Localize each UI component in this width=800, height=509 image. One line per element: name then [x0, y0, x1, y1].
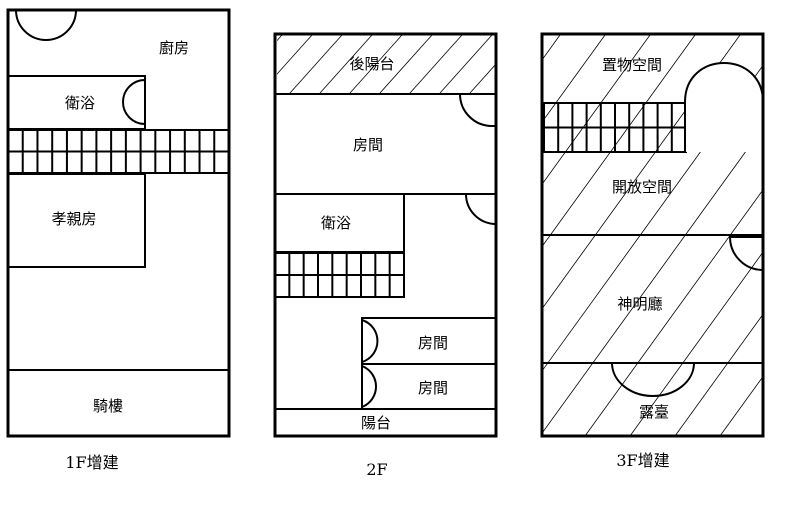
floor-2-bedroom-a-label: 房間	[418, 334, 448, 352]
floor-2-bedroom-b-label: 房間	[418, 379, 448, 397]
floor-1-plan: 廚房 衛浴 孝親房 騎樓 1F增建	[6, 8, 231, 472]
hatch-line	[225, 35, 515, 436]
floor-1-arcade-label: 騎樓	[93, 397, 123, 415]
floor-3-caption: 3F增建	[616, 451, 669, 470]
hatch-line	[765, 35, 800, 436]
floor-3-storage-label: 置物空間	[602, 56, 662, 74]
hatch-line	[200, 35, 252, 93]
hatch-line	[349, 35, 403, 93]
hatch-line	[180, 35, 470, 436]
floor-1-outline	[6, 8, 231, 438]
hatch-line	[379, 35, 433, 93]
hatch-line	[439, 35, 493, 93]
floor-3-open-space-label: 開放空間	[612, 178, 672, 196]
floor-1-parents-room-wall	[7, 173, 146, 268]
hatch-line	[469, 64, 495, 93]
floor-2-bedroom-door-swing	[459, 93, 496, 127]
floor-2-stairs	[274, 252, 405, 298]
floor-2-bedroom-main-label: 房間	[353, 136, 383, 154]
floor-3-terrace-label: 露臺	[639, 403, 669, 421]
floor-3-stairs	[543, 102, 687, 153]
floor-1-parents-room-label: 孝親房	[51, 210, 96, 228]
floor-3-stair-landing-arc	[684, 62, 764, 152]
floor-3-plan: 置物空間 開放空間 神明廳 露臺 3F增建	[180, 32, 800, 470]
hatch-line	[319, 35, 373, 93]
hatch-line	[674, 313, 763, 436]
floor-3-shrine-door-swing	[728, 236, 764, 271]
hatch-line	[543, 35, 561, 60]
floor-1-bathroom-door-swing	[122, 79, 146, 125]
floor-1-stairs	[7, 129, 230, 174]
floor-1-bathroom-label: 衛浴	[65, 94, 95, 112]
floor-2-bedroom-b-door-swing	[361, 365, 378, 408]
hatch-line	[289, 35, 343, 93]
floor-3-terrace-door-swing	[611, 362, 695, 397]
floor-2-balcony-label: 陽台	[361, 414, 391, 432]
floor-3-shrine-hall-label: 神明廳	[617, 295, 662, 313]
floor-3-stair-landing-mask	[685, 63, 763, 152]
floor-2-plan: 後陽台 房間 衛浴 房間 房間 陽台 2F	[200, 32, 552, 479]
floor-2-caption: 2F	[366, 460, 387, 479]
floor-2-rear-balcony-label: 後陽台	[349, 55, 394, 73]
floor-1-kitchen-label: 廚房	[159, 39, 189, 57]
hatch-line	[409, 35, 463, 93]
hatch-line	[277, 35, 313, 75]
hatch-line	[629, 251, 763, 436]
floor-2-bedroom-a-door-swing	[361, 319, 379, 363]
hatch-line	[543, 35, 651, 184]
floor-2-rear-balcony-hatching	[200, 35, 552, 93]
floor-2-hall-door-swing	[464, 193, 497, 225]
floor-1-kitchen-door-swing	[15, 9, 77, 41]
floor-1-caption: 1F增建	[65, 453, 118, 472]
floor-2-bathroom-label: 衛浴	[321, 214, 351, 232]
floor-2-outline	[273, 32, 498, 438]
hatch-line	[543, 35, 606, 122]
hatch-line	[500, 35, 552, 93]
